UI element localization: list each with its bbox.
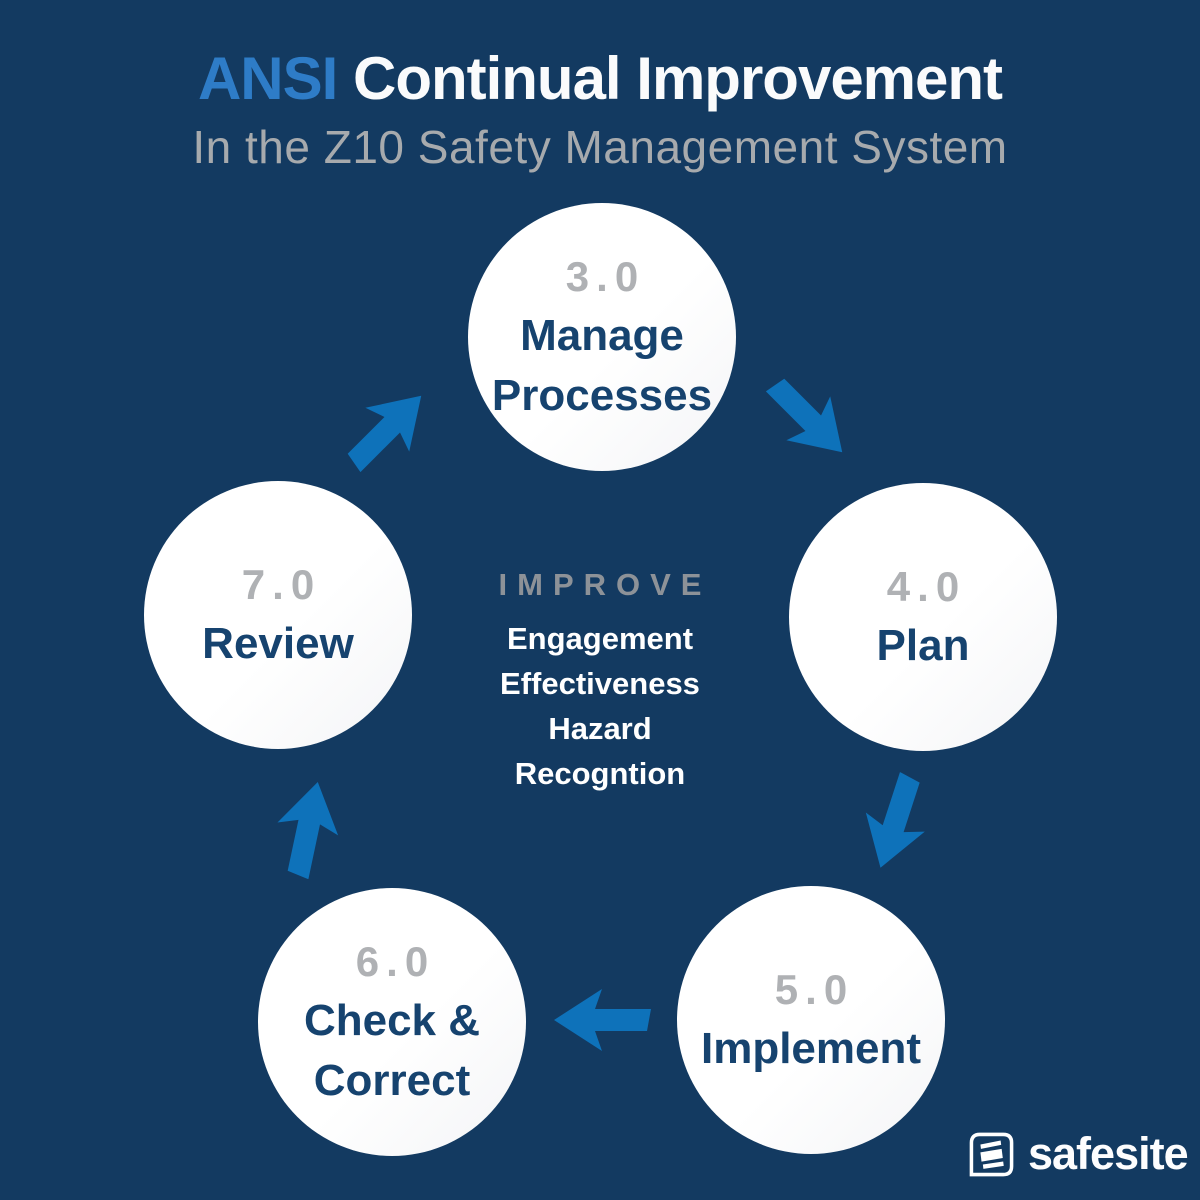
header: ANSI Continual Improvement In the Z10 Sa… (0, 46, 1200, 174)
arrow-icon-check-to-review (260, 771, 355, 885)
page-subtitle: In the Z10 Safety Management System (192, 121, 1008, 173)
improve-line: Effectiveness (500, 666, 700, 701)
node-number: 3.0 (565, 253, 646, 300)
node-number: 5.0 (774, 966, 855, 1013)
node-number: 7.0 (241, 561, 322, 608)
improve-line: Recogntion (514, 756, 686, 791)
brand-footer: safesite (968, 1128, 1189, 1180)
arrow-icon-implement-to-check (551, 982, 651, 1058)
page-title: ANSI Continual Improvement (0, 46, 1200, 112)
node-plan: 4.0 Plan (789, 483, 1057, 751)
node-label: Review (202, 619, 354, 668)
node-number: 6.0 (355, 938, 436, 985)
node-label: Implement (700, 1024, 922, 1073)
arrow-icon-plan-to-implement (843, 764, 946, 883)
arrow-icon-manage-to-plan (747, 357, 871, 481)
arrow-icon-review-to-manage (326, 367, 450, 491)
improve-line: Engagement (506, 621, 694, 656)
center-text-block: IMPROVE Engagement Effectiveness Hazard … (420, 566, 780, 796)
node-implement: 5.0 Implement (677, 886, 945, 1154)
title-highlight: ANSI (197, 45, 338, 112)
node-check-correct: 6.0 Check & Correct (258, 888, 526, 1156)
node-manage-processes: 3.0 Manage Processes (468, 203, 736, 471)
node-label: Plan (876, 621, 970, 670)
node-number: 4.0 (886, 563, 967, 610)
node-label: Manage Processes (491, 311, 713, 420)
node-review: 7.0 Review (144, 481, 412, 749)
safesite-logo-icon (969, 1132, 1014, 1176)
improve-line: Hazard (548, 711, 652, 746)
title-rest: Continual Improvement (337, 45, 1003, 112)
improve-heading: IMPROVE (498, 567, 712, 602)
brand-name: safesite (1028, 1128, 1189, 1179)
node-label: Check & Correct (303, 996, 481, 1105)
